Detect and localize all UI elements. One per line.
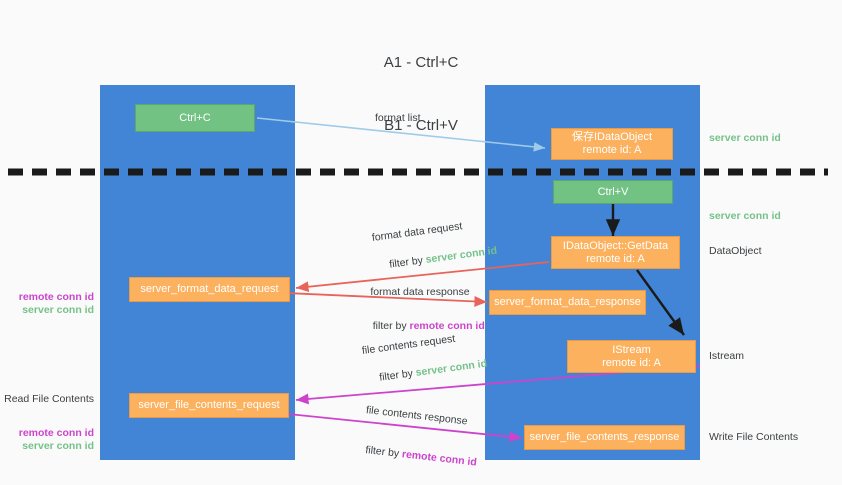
annotation-remote-conn-id-lower: remote conn id <box>0 414 94 453</box>
annotation-server-conn-id-top: server conn id <box>709 132 781 144</box>
annotation-remote-conn-id-lower-text: remote conn id <box>18 427 94 439</box>
box-getdata-subtitle: remote id: A <box>586 252 645 265</box>
box-istream-title: IStream <box>612 343 651 356</box>
filter-key-remote-conn-id: remote conn id <box>401 448 478 469</box>
box-server-format-data-response[interactable]: server_format_data_response <box>489 290 646 315</box>
filter-key-remote-conn-id: remote conn id <box>409 320 485 332</box>
box-ctrl-c[interactable]: Ctrl+C <box>135 104 255 132</box>
filter-key-server-conn-id: server conn id <box>424 244 498 266</box>
annotation-server-conn-id-mid: server conn id <box>709 210 781 222</box>
box-istream-subtitle: remote id: A <box>602 356 661 369</box>
filter-prefix: filter by <box>388 253 427 271</box>
box-idataobject[interactable]: 保存IDataObject remote id: A <box>551 128 673 160</box>
annotation-dataobject: DataObject <box>709 245 762 257</box>
box-idataobject-title: 保存IDataObject <box>571 131 653 143</box>
box-idataobject-subtitle: remote id: A <box>582 144 642 156</box>
label-format-data-response: format data response <box>370 286 470 298</box>
annotation-server-conn-id-lower-text: server conn id <box>22 440 94 452</box>
box-server-format-data-response-label: server_format_data_response <box>494 296 641 308</box>
annotation-read-file-contents: Read File Contents <box>4 393 94 405</box>
label-format-data-response-filter: filter by remote conn id <box>340 307 500 346</box>
box-getdata-title: IDataObject::GetData <box>562 239 669 252</box>
filter-prefix: filter by <box>372 320 410 332</box>
box-ctrl-v-label: Ctrl+V <box>597 185 629 198</box>
box-ctrl-v[interactable]: Ctrl+V <box>553 180 673 204</box>
label-file-contents-response-group: file contents response filter by remote … <box>365 404 478 469</box>
box-istream[interactable]: IStream remote id: A <box>567 340 696 373</box>
label-format-data-request-group: format data request filter by server con… <box>371 220 498 287</box>
label-format-list: format list <box>375 112 421 124</box>
box-server-format-data-request-label: server_format_data_request <box>140 283 279 295</box>
box-server-file-contents-request-label: server_file_contents_request <box>138 399 280 411</box>
label-file-contents-response-filter: filter by remote conn id <box>346 429 479 482</box>
annotation-remote-conn-id-upper-text: remote conn id <box>18 291 94 303</box>
box-server-file-contents-request[interactable]: server_file_contents_request <box>129 393 289 418</box>
title-line-1: A1 - Ctrl+C <box>383 54 459 71</box>
box-ctrl-c-label: Ctrl+C <box>179 111 211 124</box>
filter-key-server-conn-id: server conn id <box>414 357 488 379</box>
box-server-file-contents-response-label: server_file_contents_response <box>529 431 680 443</box>
label-file-contents-response: file contents response <box>365 404 469 428</box>
annotation-server-conn-id-lower: server conn id <box>0 427 94 466</box>
annotation-istream: Istream <box>709 350 745 362</box>
annotation-remote-conn-id-upper: remote conn id <box>0 278 94 317</box>
annotation-write-file-contents: Write File Contents <box>709 431 799 443</box>
annotation-server-conn-id-upper-text: server conn id <box>22 304 94 316</box>
box-idataobject-getdata[interactable]: IDataObject::GetData remote id: A <box>551 236 680 269</box>
annotation-server-conn-id-upper: server conn id <box>0 291 94 330</box>
filter-prefix: filter by <box>364 444 403 461</box>
box-server-format-data-request[interactable]: server_format_data_request <box>129 277 290 302</box>
filter-prefix: filter by <box>378 366 417 384</box>
box-server-file-contents-response[interactable]: server_file_contents_response <box>524 425 685 450</box>
label-format-data-response-group: format data response filter by remote co… <box>340 286 500 346</box>
label-file-contents-request-group: file contents request filter by server c… <box>361 333 488 400</box>
